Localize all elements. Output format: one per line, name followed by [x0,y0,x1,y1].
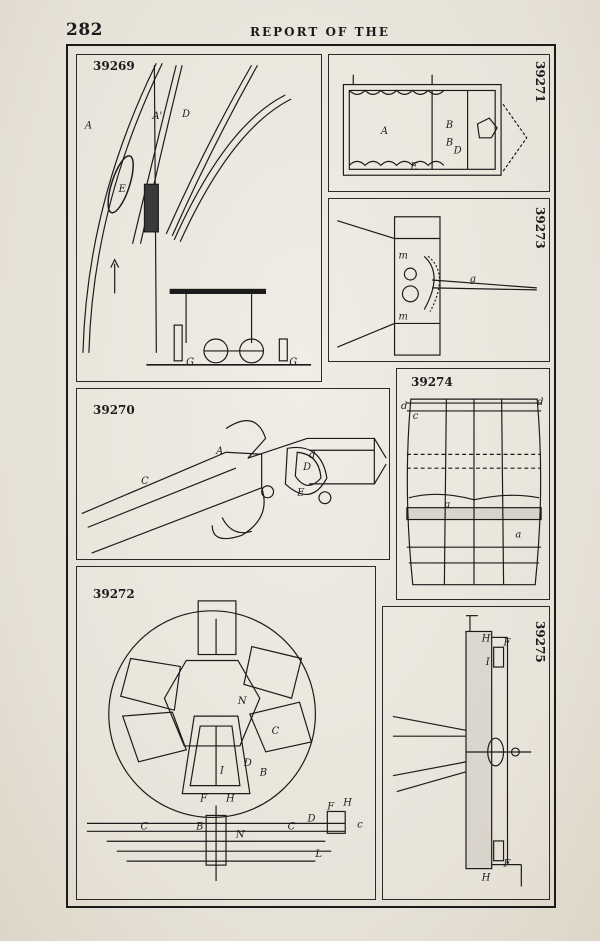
label-F: F [199,794,208,805]
label-N: N [237,696,247,707]
label-D: D [453,146,462,157]
label-I: I [219,766,225,777]
figure-39272-panel: 39272 [76,566,376,900]
label-H-top: H [481,633,491,644]
figure-39269-drawing: A A' D E G G [82,63,312,368]
label-c: c [413,411,419,422]
figure-39270-panel: 39270 A C D d E [76,388,390,560]
label-g: g [470,274,476,285]
figure-39270-drawing: A C D d E [81,420,387,554]
label-a-upper: a [444,500,450,511]
label-F-bottom: F [503,859,512,870]
label-B: B [445,120,453,131]
label-a-lower: a [515,529,521,540]
figure-39272-drawing: N C D B I F H C B C D F H c N L [86,600,363,882]
figure-39271-panel: 39271 A B B D E [328,54,550,192]
label-B: B [259,768,267,779]
label-G-right: G [289,357,297,368]
label-N-section: N [235,829,245,840]
label-m-top: m [399,250,408,261]
label-D: D [181,109,190,120]
label-H: H [225,794,235,805]
figure-number: 39269 [93,59,135,73]
label-H-section: H [342,798,352,809]
figure-39271-drawing: A B B D E [342,74,528,176]
running-head: REPORT OF THE [250,25,391,39]
figure-39274-drawing: d d c a a [401,397,543,586]
label-A: A [215,446,223,457]
page-number: 282 [66,20,103,40]
figure-39275-drawing: H F I F H [392,615,532,887]
label-G-left: G [186,357,194,368]
label-m-bottom: m [399,312,408,323]
label-B-section: B [195,821,203,832]
label-F-top: F [503,637,512,648]
label-d-left: d [401,401,407,412]
figure-39273-drawing: m m g [337,216,537,356]
label-D-section: D [306,813,315,824]
figure-number: 39272 [93,587,135,601]
label-C: C [141,476,149,487]
label-B-lower: B [445,138,453,149]
label-c: c [357,819,363,830]
label-H-bottom: H [481,872,491,883]
label-A: A [380,126,388,137]
figure-number: 39274 [411,375,453,389]
label-A-prime: A' [151,111,162,122]
label-E: E [296,488,305,499]
label-L: L [314,849,322,860]
label-E: E [118,184,127,195]
label-D: D [243,758,252,769]
label-F-section: F [326,801,335,812]
figure-39274-panel: 39274 d d c a a [396,368,550,600]
label-D: D [302,462,311,473]
label-C-section: C [141,821,149,832]
label-I: I [485,657,491,668]
figure-39275-panel: 39275 H F I F [382,606,550,900]
label-d-right: d [537,397,543,408]
label-C: C [272,726,280,737]
label-C-right: C [288,821,296,832]
figure-39273-panel: 39273 m m g [328,198,550,362]
figure-number: 39270 [93,403,135,417]
label-E: E [409,161,418,172]
label-d: d [309,450,315,461]
figure-39269-panel: 39269 [76,54,322,382]
plate-frame [66,44,556,908]
label-A: A [84,121,92,132]
